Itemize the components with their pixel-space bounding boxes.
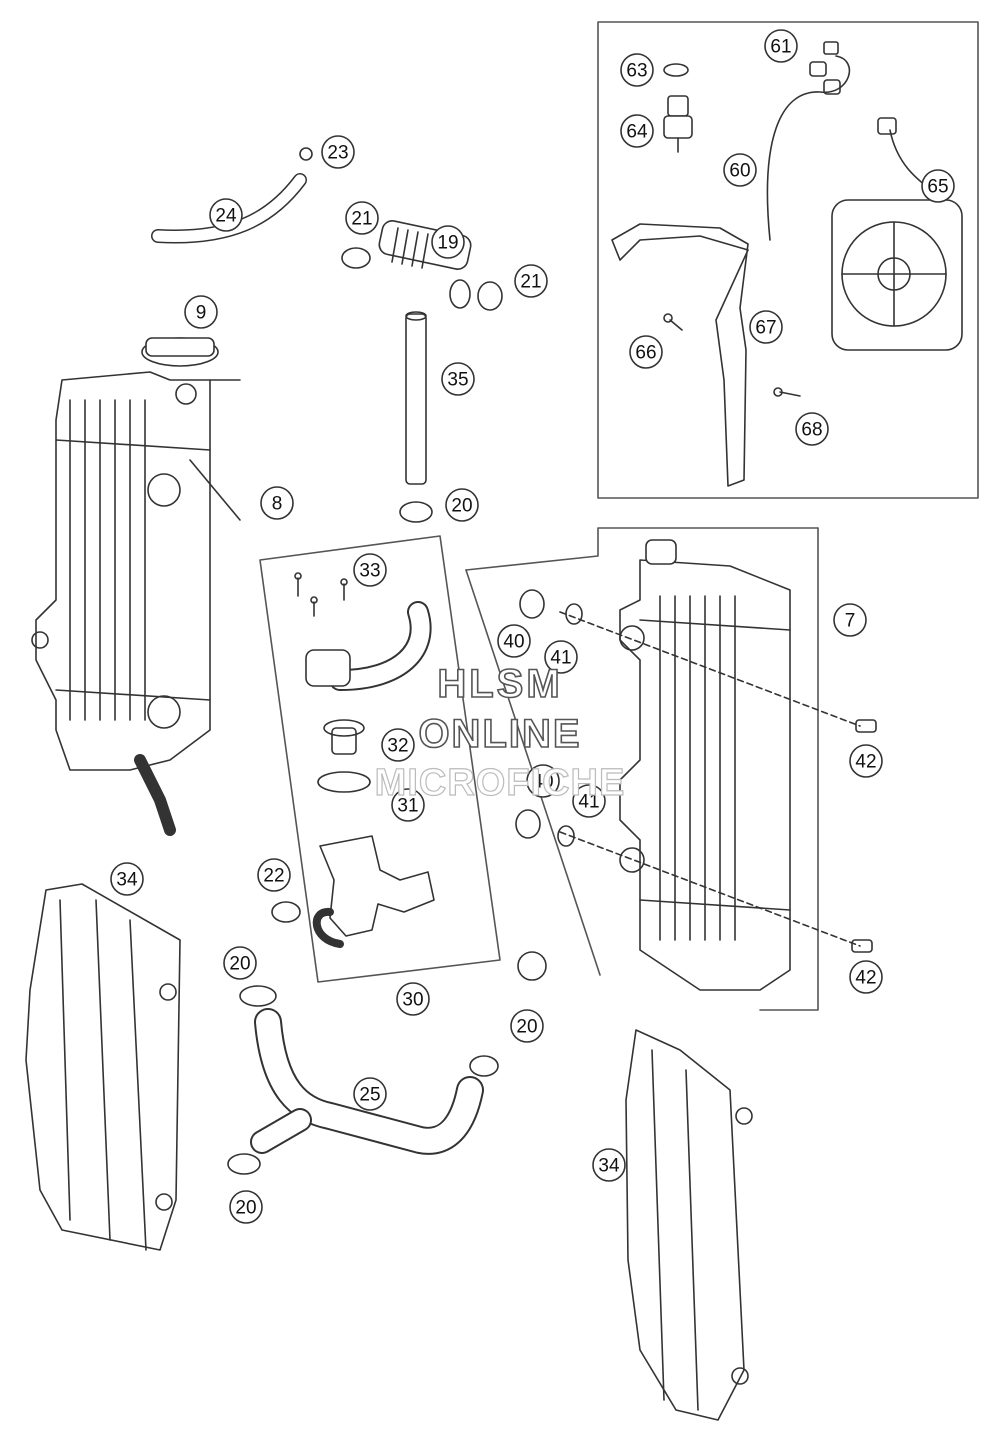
callout-8: 8	[272, 494, 283, 515]
callout-21b: 21	[520, 272, 541, 293]
callout-33: 33	[359, 561, 380, 582]
callout-64: 64	[626, 122, 648, 143]
hose-clamp-right	[477, 281, 503, 311]
bolt-bottom	[851, 939, 873, 953]
callout-66: 66	[635, 343, 656, 364]
callout-20b: 20	[229, 954, 250, 975]
right-radiator	[619, 539, 791, 991]
callout-21a: 21	[351, 209, 372, 230]
hose-clamp-20a	[239, 985, 277, 1007]
callout-42a: 42	[855, 752, 876, 773]
callout-40b: 40	[532, 772, 553, 793]
screws	[294, 572, 348, 617]
fan-kit-frame	[597, 21, 979, 499]
callout-61: 61	[770, 37, 791, 58]
mount-axis-top	[559, 611, 861, 727]
fan-bolt	[773, 387, 801, 397]
hose-clamp-pipe	[399, 501, 433, 523]
callout-34a: 34	[116, 870, 138, 891]
right-radiator-frame	[759, 527, 819, 1011]
hose-clamp-20b	[517, 951, 547, 981]
callout-34b: 34	[598, 1156, 620, 1177]
radiator-cap	[141, 337, 219, 405]
hose-clamp-22	[271, 901, 301, 923]
right-radiator-frame-top	[465, 527, 819, 571]
grommet-bottom	[515, 809, 575, 847]
callout-7: 7	[845, 611, 856, 632]
callout-32: 32	[387, 736, 408, 757]
callout-68: 68	[801, 420, 822, 441]
callout-31: 31	[397, 796, 418, 817]
callout-19: 19	[437, 233, 458, 254]
callout-22: 22	[263, 866, 284, 887]
callout-41a: 41	[550, 648, 571, 669]
callout-65: 65	[927, 177, 948, 198]
callout-20a: 20	[451, 496, 472, 517]
left-radiator	[31, 371, 241, 836]
fan-screw	[663, 313, 683, 331]
hose-clamp-small	[299, 147, 313, 161]
grommet-top	[519, 589, 583, 625]
o-ring	[317, 771, 371, 793]
callout-60: 60	[729, 161, 750, 182]
fan-bracket	[611, 223, 749, 487]
callout-30: 30	[402, 990, 423, 1011]
radiator-louver-left	[25, 883, 181, 1251]
bolt-top	[855, 719, 877, 733]
thermostat-cover	[305, 649, 351, 687]
callout-20c: 20	[516, 1017, 537, 1038]
callout-40a: 40	[503, 632, 524, 653]
cooling-fan	[831, 199, 963, 351]
callout-63: 63	[626, 61, 647, 82]
callout-67: 67	[755, 318, 776, 339]
mount-axis-bottom	[559, 831, 861, 947]
hose-clamp-left	[341, 247, 371, 269]
temperature-switch	[663, 63, 693, 153]
callout-42b: 42	[855, 968, 876, 989]
callout-41b: 41	[578, 792, 599, 813]
coolant-pipe	[405, 311, 427, 485]
callout-25: 25	[359, 1085, 380, 1106]
callout-35: 35	[447, 370, 468, 391]
callout-9: 9	[196, 303, 207, 324]
callout-20d: 20	[235, 1198, 256, 1219]
hose-clamp-20d	[227, 1153, 261, 1175]
thermostat-kit-frame	[259, 535, 501, 983]
callout-24: 24	[215, 206, 237, 227]
hose-clamp-20c	[469, 1055, 499, 1077]
thermostat	[323, 719, 365, 755]
thermostat-housing	[312, 835, 435, 948]
callout-23: 23	[327, 143, 348, 164]
radiator-louver-right	[625, 1029, 753, 1421]
